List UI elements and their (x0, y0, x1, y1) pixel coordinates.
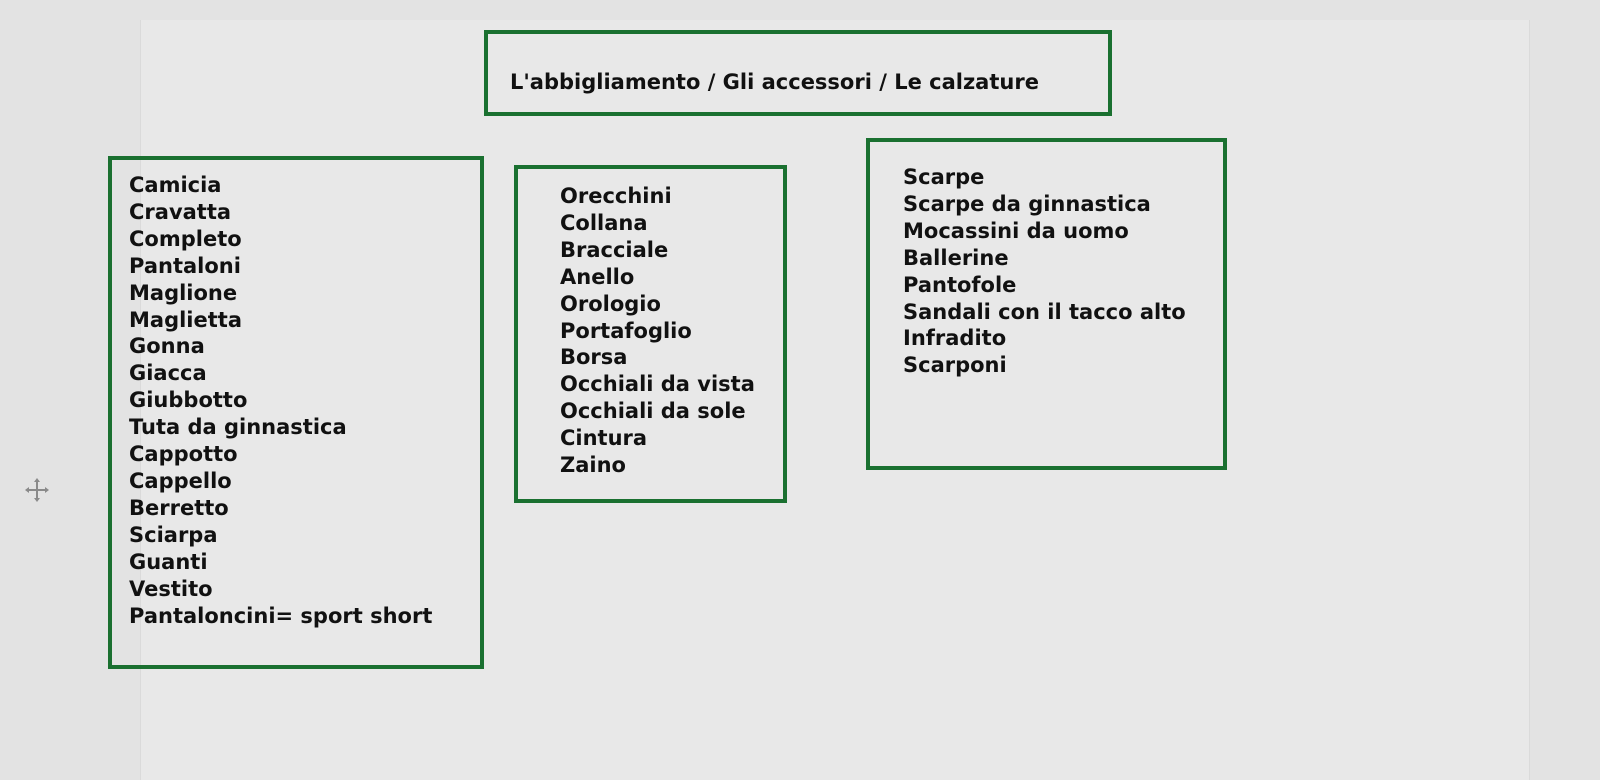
shoes-item: Infradito (903, 326, 1007, 351)
clothing-item: Berretto (129, 495, 229, 520)
shoes-item: Sandali con il tacco alto (903, 299, 1186, 324)
accessories-item: Occhiali da vista (560, 372, 755, 397)
clothing-item: Pantaloni (129, 253, 241, 278)
accessories-item: Occhiali da sole (560, 399, 746, 424)
accessories-item: Cintura (560, 426, 648, 451)
clothing-item: Cravatta (129, 199, 232, 224)
clothing-item: Camicia (129, 173, 222, 197)
clothing-item: Pantaloncini= sport short (129, 603, 433, 628)
clothing-item: Cappello (129, 468, 232, 493)
accessories-item: Bracciale (560, 237, 669, 262)
clothing-item: Sciarpa (129, 522, 218, 547)
document-page (140, 20, 1530, 780)
accessories-item: Orecchini (560, 184, 672, 208)
shoes-item: Ballerine (903, 245, 1009, 270)
accessories-item: Anello (560, 264, 635, 289)
shoes-item: Pantofole (903, 272, 1017, 297)
clothing-item: Gonna (129, 334, 205, 359)
shoes-item: Scarponi (903, 353, 1007, 378)
clothing-item: Completo (129, 226, 242, 251)
shoes-item: Scarpe da ginnastica (903, 191, 1151, 216)
clothing-item: Maglietta (129, 307, 242, 332)
clothing-item: Tuta da ginnastica (129, 415, 347, 440)
accessories-item: Portafoglio (560, 318, 692, 343)
move-crosshair-icon[interactable] (25, 478, 49, 502)
clothing-item: Maglione (129, 280, 238, 305)
move-crosshair-glyph (25, 478, 49, 502)
title-box[interactable]: L'abbigliamento / Gli accessori / Le cal… (484, 30, 1112, 116)
clothing-item: Vestito (129, 576, 213, 601)
clothing-item: Giubbotto (129, 388, 248, 413)
accessories-item: Borsa (560, 345, 628, 370)
shoes-item: Mocassini da uomo (903, 218, 1129, 243)
clothing-item: Guanti (129, 549, 208, 574)
accessories-item: Zaino (560, 453, 626, 478)
accessories-item: Collana (560, 210, 648, 235)
accessories-item: Orologio (560, 291, 661, 316)
clothing-item: Cappotto (129, 442, 238, 467)
shoes-item: Scarpe (903, 165, 985, 189)
clothing-item: Giacca (129, 361, 207, 386)
title-text: L'abbigliamento / Gli accessori / Le cal… (510, 70, 1039, 94)
